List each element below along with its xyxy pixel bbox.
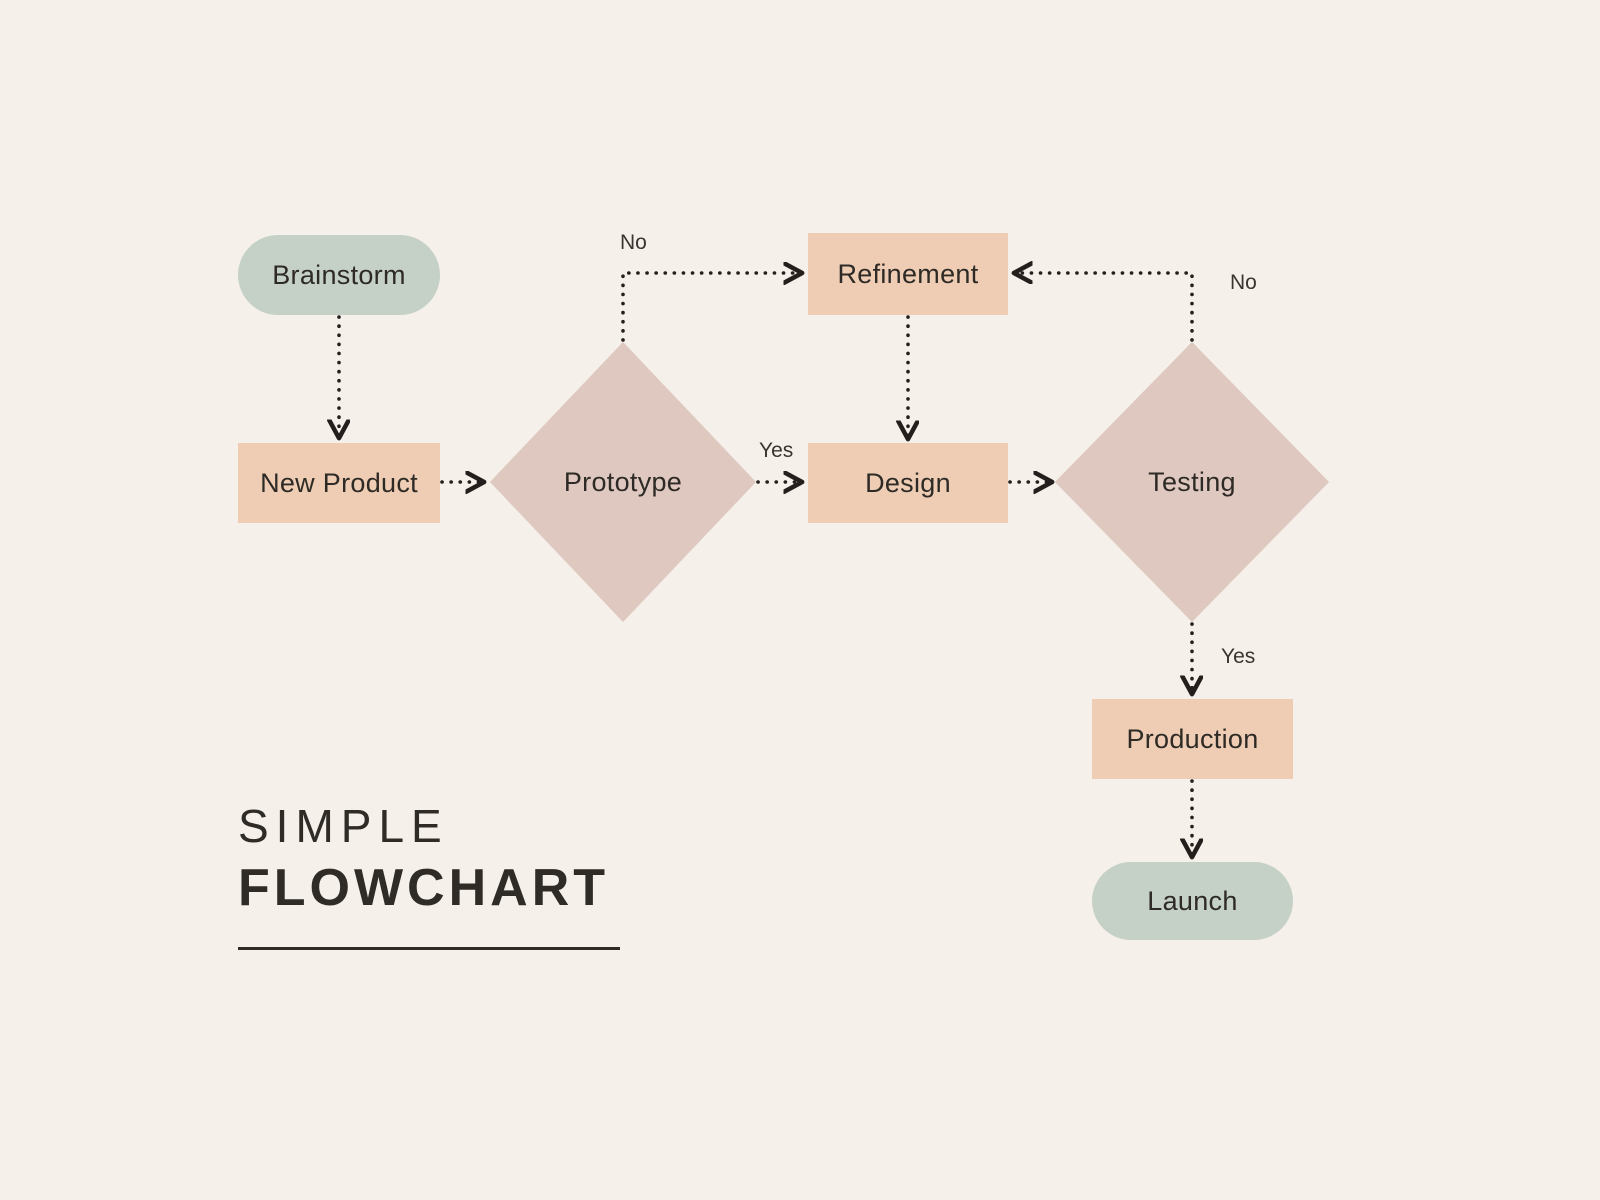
label-testing-yes: Yes bbox=[1221, 645, 1256, 668]
label-prototype-yes: Yes bbox=[759, 439, 794, 462]
node-design[interactable]: Design bbox=[808, 443, 1008, 523]
page-title-line-2: FLOWCHART bbox=[238, 858, 610, 917]
node-label-production: Production bbox=[1126, 723, 1259, 754]
label-testing-no: No bbox=[1230, 271, 1257, 294]
node-refinement[interactable]: Refinement bbox=[808, 233, 1008, 315]
node-production[interactable]: Production bbox=[1092, 699, 1293, 779]
node-label-prototype: Prototype bbox=[563, 466, 683, 497]
node-brainstorm[interactable]: Brainstorm bbox=[238, 235, 440, 315]
title-block: SIMPLE FLOWCHART bbox=[238, 800, 758, 950]
node-label-launch: Launch bbox=[1147, 885, 1238, 916]
node-testing[interactable]: Testing bbox=[1055, 342, 1329, 622]
title-underline-rule bbox=[238, 946, 620, 950]
node-prototype[interactable]: Prototype bbox=[490, 342, 756, 622]
node-label-design: Design bbox=[865, 467, 951, 498]
label-prototype-no: No bbox=[620, 231, 647, 254]
node-launch[interactable]: Launch bbox=[1092, 862, 1293, 940]
node-label-refinement: Refinement bbox=[837, 258, 979, 289]
node-label-testing: Testing bbox=[1148, 466, 1236, 497]
connector-prototype-no-to-refinement bbox=[621, 273, 800, 342]
connector-testing-no-to-refinement bbox=[1016, 273, 1194, 342]
page-title-line-1: SIMPLE bbox=[238, 800, 449, 852]
node-label-new_product: New Product bbox=[260, 467, 418, 498]
node-new_product[interactable]: New Product bbox=[238, 443, 440, 523]
node-label-brainstorm: Brainstorm bbox=[272, 259, 406, 290]
